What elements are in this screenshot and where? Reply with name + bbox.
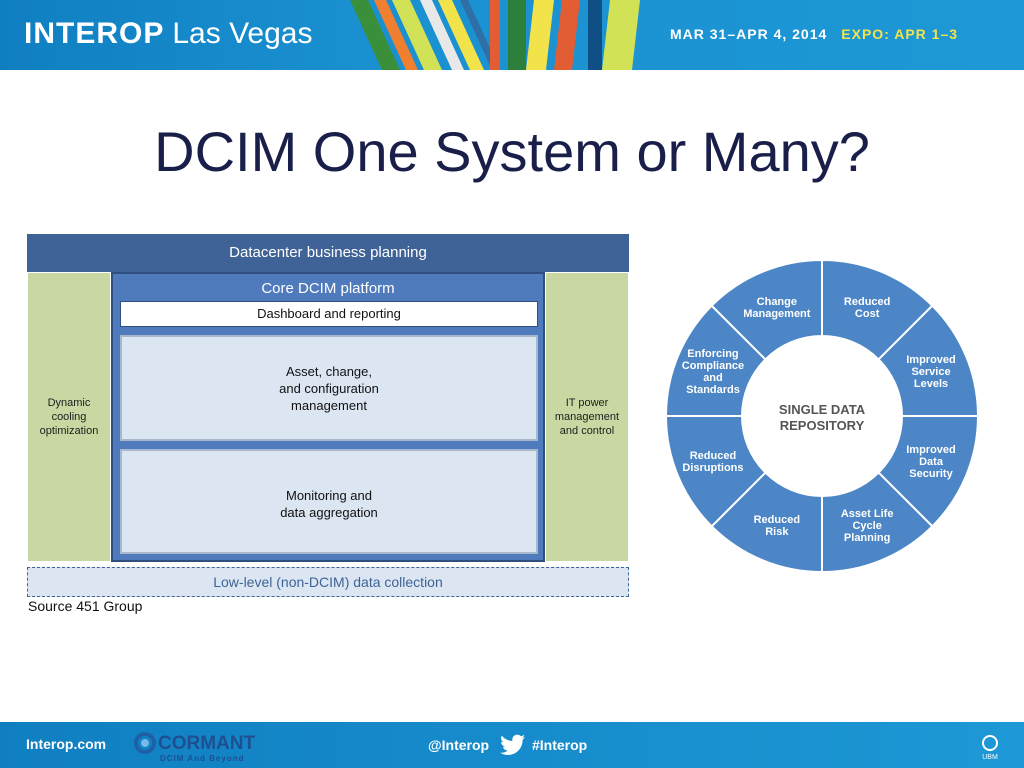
- power-management-label: IT power management and control: [554, 397, 620, 437]
- power-management-box: IT power management and control: [545, 272, 629, 562]
- cooling-optimization-label: Dynamic cooling optimization: [39, 397, 99, 437]
- dashboard-box: Dashboard and reporting: [120, 301, 538, 327]
- decorative-stripes: [350, 0, 640, 70]
- twitter-handle[interactable]: @Interop: [428, 737, 490, 753]
- business-planning-box: Datacenter business planning: [27, 234, 629, 272]
- source-citation: Source 451 Group: [28, 598, 143, 614]
- sponsor-tagline: DCIM And Beyond: [160, 754, 244, 763]
- expo-dates: EXPO: APR 1–3: [841, 26, 959, 42]
- event-dates: MAR 31–APR 4, 2014 EXPO: APR 1–3: [670, 26, 958, 42]
- monitoring-box: Monitoring and data aggregation: [120, 449, 538, 554]
- brand-interop: INTEROP: [24, 17, 165, 50]
- asset-line: Asset, change,: [286, 364, 372, 379]
- cormant-logo: CORMANT DCIM And Beyond: [134, 732, 255, 763]
- twitter-hashtag[interactable]: #Interop: [532, 737, 588, 753]
- slide-title: DCIM One System or Many?: [154, 120, 870, 183]
- asset-line: management: [291, 398, 367, 413]
- cooling-optimization-box: Dynamic cooling optimization: [27, 272, 111, 562]
- low-level-collection-box: Low-level (non-DCIM) data collection: [27, 567, 629, 597]
- ubm-label: UBM: [982, 754, 998, 761]
- monitoring-line: Monitoring and: [286, 488, 372, 503]
- conference-dates: MAR 31–APR 4, 2014: [670, 26, 828, 42]
- asset-line: and configuration: [279, 381, 379, 396]
- twitter-bird-icon: [500, 734, 525, 755]
- dcim-diagram: Datacenter business planning Dynamic coo…: [27, 234, 629, 598]
- footer-bar: Interop.com CORMANT DCIM And Beyond @Int…: [0, 722, 1024, 768]
- brand-location: Las Vegas: [172, 17, 313, 50]
- ubm-logo: UBM: [982, 735, 998, 761]
- wheel-segment: [710, 258, 823, 361]
- core-platform-label: Core DCIM platform: [261, 280, 395, 297]
- website-link[interactable]: Interop.com: [26, 736, 107, 752]
- monitoring-line: data aggregation: [280, 505, 378, 520]
- asset-management-box: Asset, change, and configuration managem…: [120, 335, 538, 441]
- sponsor-name: CORMANT: [158, 733, 255, 754]
- wheel-center: [746, 340, 898, 492]
- core-platform-box: Core DCIM platform Dashboard and reporti…: [111, 272, 545, 562]
